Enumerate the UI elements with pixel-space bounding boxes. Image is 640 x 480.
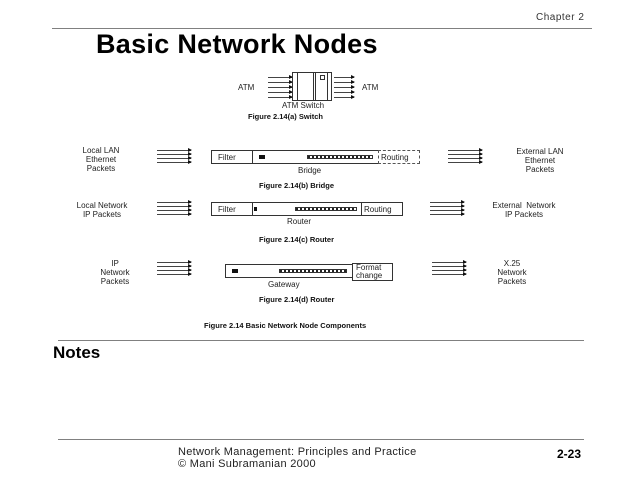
router-filter-module: Filter <box>211 202 253 216</box>
gateway-format-change-module: Format change <box>352 263 393 281</box>
bridge-input-arrows-icon <box>157 148 192 164</box>
label-line: change <box>356 271 383 280</box>
gateway-device-label: Gateway <box>268 280 300 289</box>
label-line: IP <box>111 259 119 268</box>
label-line: Local Network <box>76 201 128 210</box>
chapter-label: Chapter 2 <box>536 12 585 23</box>
led-icon <box>232 269 238 273</box>
routing-label: Routing <box>381 153 409 162</box>
switch-output-arrows-icon <box>334 75 355 99</box>
bridge-right-label: External LAN Ethernet Packets <box>500 147 580 174</box>
footer-book-title: Network Management: Principles and Pract… <box>178 446 417 458</box>
switch-caption: Figure 2.14(a) Switch <box>248 112 324 121</box>
atm-switch-device-icon <box>292 72 332 101</box>
ports-icon <box>295 207 357 211</box>
bridge-filter-module: Filter <box>211 150 253 164</box>
switch-input-arrows-icon <box>268 75 293 99</box>
format-change-label: Format change <box>356 264 382 280</box>
page-title: Basic Network Nodes <box>96 29 378 59</box>
label-line: External LAN <box>516 147 564 156</box>
switch-right-label: ATM <box>362 83 379 92</box>
footer-divider <box>58 439 584 440</box>
ports-icon <box>307 155 373 159</box>
overall-figure-caption: Figure 2.14 Basic Network Node Component… <box>204 321 367 330</box>
filter-label: Filter <box>218 153 236 162</box>
switch-device-label: ATM Switch <box>282 101 325 110</box>
switch-left-label: ATM <box>238 83 255 92</box>
filter-label: Filter <box>218 205 236 214</box>
bridge-routing-module: Routing <box>378 150 420 164</box>
notes-heading: Notes <box>53 343 101 362</box>
label-line: Network <box>497 268 527 277</box>
router-right-label: External Network IP Packets <box>478 201 570 219</box>
footer-text: Network Management: Principles and Pract… <box>178 446 417 470</box>
router-device-icon <box>252 202 362 216</box>
label-line: Packets <box>525 165 555 174</box>
label-line: IP Packets <box>82 210 122 219</box>
router-output-arrows-icon <box>430 200 465 216</box>
bridge-device-icon <box>252 150 379 164</box>
label-line: External Network <box>492 201 556 210</box>
bridge-caption: Figure 2.14(b) Bridge <box>259 181 335 190</box>
bridge-output-arrows-icon <box>448 148 483 164</box>
bridge-left-label: Local LAN Ethernet Packets <box>66 146 136 173</box>
notes-divider <box>58 340 584 341</box>
router-left-label: Local Network IP Packets <box>62 201 142 219</box>
bridge-device-label: Bridge <box>298 166 322 175</box>
label-line: Packets <box>86 164 116 173</box>
footer-copyright: © Mani Subramanian 2000 <box>178 458 316 470</box>
gateway-left-label: IP Network Packets <box>90 259 140 286</box>
ports-icon <box>279 269 347 273</box>
label-line: Packets <box>100 277 130 286</box>
gateway-caption: Figure 2.14(d) Router <box>259 295 335 304</box>
label-line: Ethernet <box>85 155 117 164</box>
label-line: X.25 <box>503 259 521 268</box>
gateway-right-label: X.25 Network Packets <box>492 259 532 286</box>
router-device-label: Router <box>287 217 312 226</box>
label-line: Ethernet <box>524 156 556 165</box>
gateway-output-arrows-icon <box>432 260 467 276</box>
header-divider <box>52 28 592 29</box>
router-caption: Figure 2.14(c) Router <box>259 235 335 244</box>
gateway-input-arrows-icon <box>157 260 192 276</box>
led-icon <box>254 207 257 211</box>
label-line: Format <box>356 263 382 272</box>
label-line: Local LAN <box>82 146 120 155</box>
router-routing-module: Routing <box>361 202 403 216</box>
label-line: IP Packets <box>504 210 544 219</box>
gateway-device-icon <box>225 264 353 278</box>
routing-label: Routing <box>364 205 392 214</box>
label-line: Packets <box>497 277 527 286</box>
label-line: Network <box>100 268 130 277</box>
led-icon <box>259 155 265 159</box>
page-number: 2-23 <box>557 447 582 461</box>
router-input-arrows-icon <box>157 200 192 216</box>
